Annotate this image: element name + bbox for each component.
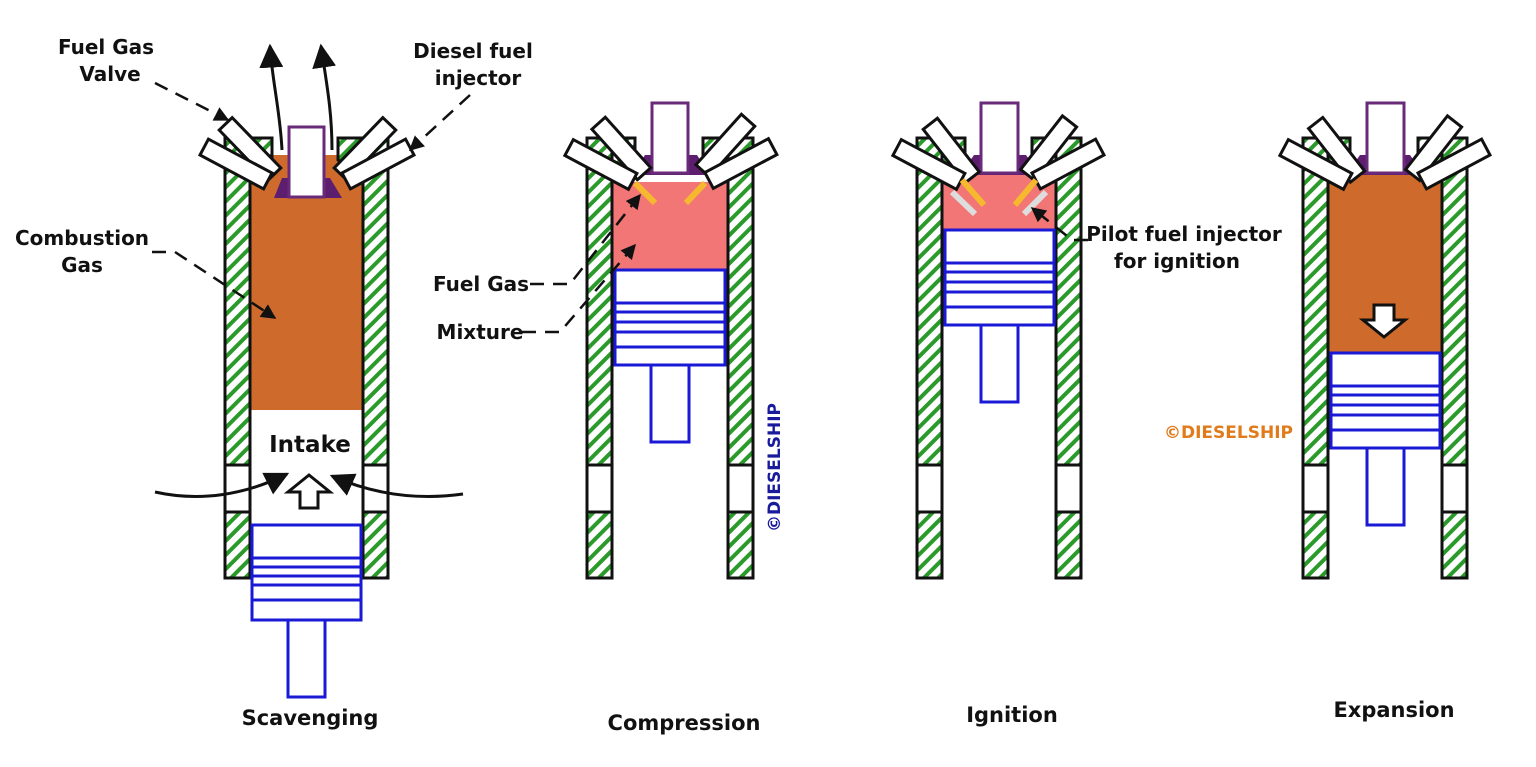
cylinder-wall-right-lower <box>361 510 390 580</box>
piston-up-arrow <box>283 473 335 510</box>
label-intake: Intake <box>269 432 351 458</box>
diesel-injector-left <box>1277 137 1354 192</box>
diesel-injector-left <box>197 137 275 191</box>
label-pilot-injector-line2: for ignition <box>1114 249 1240 273</box>
fuel-gas-valve-left <box>1306 115 1367 185</box>
fuel-gas-valve-right <box>693 112 757 179</box>
scavenge-port-right <box>1054 463 1083 514</box>
compression-cylinder <box>562 101 779 580</box>
intake-arrow-right <box>329 473 464 498</box>
exhaust-valve-stem <box>287 125 326 199</box>
cylinder-wall-left <box>1301 136 1330 467</box>
exhaust-valve-stem <box>650 101 690 175</box>
cylinder-wall-left <box>223 136 252 467</box>
label-diesel-injector-line1: Diesel fuel <box>413 39 533 63</box>
stage-title-ignition: Ignition <box>966 703 1058 727</box>
piston-rod <box>979 323 1020 404</box>
cylinder-wall-left-lower <box>915 510 944 580</box>
piston-rod <box>1365 446 1406 527</box>
scavenge-port-left <box>585 463 614 514</box>
diesel-injector-right <box>1415 137 1493 191</box>
stage-title-expansion: Expansion <box>1333 698 1454 722</box>
cylinder-wall-right-lower <box>1054 510 1083 580</box>
watermark-vertical: ©DIESELSHIP <box>765 403 785 532</box>
piston-crown <box>943 228 1056 327</box>
leader-fuel-gas <box>530 193 641 286</box>
label-pilot-injector-line1: Pilot fuel injector <box>1086 222 1282 246</box>
leader-diesel-injector <box>408 94 471 152</box>
expansion-cylinder <box>1277 101 1493 580</box>
label-combustion-gas-line2: Gas <box>61 253 103 277</box>
pilot-injector-left <box>921 116 982 186</box>
label-mixture: Mixture <box>437 320 524 344</box>
pilot-flame-left <box>959 178 987 207</box>
fuel-gas-valve-left <box>217 115 283 183</box>
exhaust-valve-stem <box>979 101 1020 175</box>
exhaust-arrow-right <box>312 43 337 151</box>
piston-rod <box>286 618 327 699</box>
fuel-gas-valve-right <box>332 115 398 183</box>
diesel-injector-right <box>702 136 779 191</box>
cylinder-wall-right <box>361 136 390 467</box>
fuel-spray-left <box>632 180 658 206</box>
piston-rod <box>649 363 691 444</box>
cylinder-wall-left <box>585 136 614 467</box>
piston-down-arrow <box>1358 303 1410 339</box>
cylinder-wall-right <box>1440 136 1469 467</box>
cylinder-wall-left-lower <box>1301 510 1330 580</box>
pilot-injector-right <box>1018 113 1079 183</box>
cylinder-wall-left-lower <box>223 510 252 580</box>
leader-mixture <box>522 243 636 334</box>
exhaust-valve-stem <box>1365 101 1406 175</box>
watermark-horizontal: ©DIESELSHIP <box>1164 423 1293 443</box>
cylinder-wall-right <box>726 136 755 467</box>
intake-arrow-left <box>154 472 290 498</box>
leader-pilot-injector <box>1030 207 1088 242</box>
cylinder-wall-right-lower <box>1440 510 1469 580</box>
diesel-injector-left <box>562 137 639 192</box>
scavenging-cylinder <box>154 43 464 699</box>
label-diesel-injector-line2: injector <box>435 66 522 90</box>
leader-fuel-gas-valve <box>154 81 230 122</box>
ignition-cylinder <box>890 101 1107 580</box>
piston-crown <box>1329 351 1442 450</box>
stage-title-scavenging: Scavenging <box>242 706 379 730</box>
label-fuel-gas-valve-line1: Fuel Gas <box>58 35 154 59</box>
fuel-gas-valve-left <box>589 115 653 182</box>
piston-crown <box>250 523 363 622</box>
scavenge-port-right <box>1440 463 1469 514</box>
cylinder-wall-left <box>915 136 944 467</box>
label-fuel-gas: Fuel Gas <box>433 272 529 296</box>
label-fuel-gas-valve-line2: Valve <box>79 62 140 86</box>
piston-crown <box>613 268 727 367</box>
scavenge-port-right <box>726 463 755 514</box>
fuel-spray-right <box>683 180 708 206</box>
scavenge-port-left <box>915 463 944 514</box>
cylinder-wall-right <box>1054 136 1083 467</box>
cylinder-wall-right-lower <box>726 510 755 580</box>
exhaust-arrow-left <box>259 43 284 151</box>
fuel-gas-valve-right <box>1403 113 1464 183</box>
stage-title-compression: Compression <box>608 711 761 735</box>
cylinder-wall-left-lower <box>585 510 614 580</box>
scavenge-port-left <box>1301 463 1330 514</box>
leader-combustion-gas <box>152 250 277 320</box>
pilot-flame-right <box>1012 178 1039 207</box>
label-combustion-gas-line1: Combustion <box>15 226 149 250</box>
